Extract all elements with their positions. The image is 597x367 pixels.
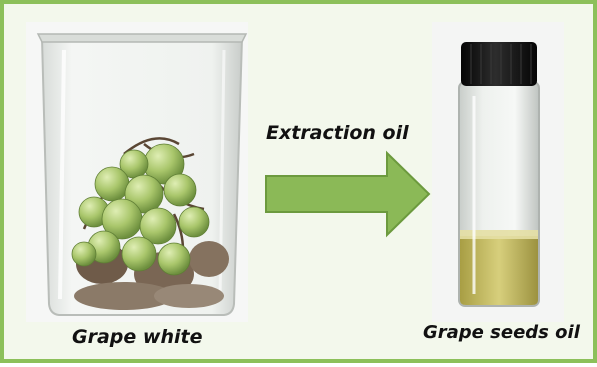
extraction-arrow — [265, 150, 431, 238]
beaker-rim — [36, 33, 248, 43]
right-caption: Grape seeds oil — [423, 322, 580, 343]
white-grapes — [71, 143, 210, 276]
arrow-caption: Extraction oil — [266, 122, 409, 144]
grape-beaker-photo — [26, 22, 564, 322]
vial-cap — [461, 42, 537, 86]
grape-seed-oil — [460, 236, 538, 305]
left-caption: Grape white — [72, 326, 203, 348]
